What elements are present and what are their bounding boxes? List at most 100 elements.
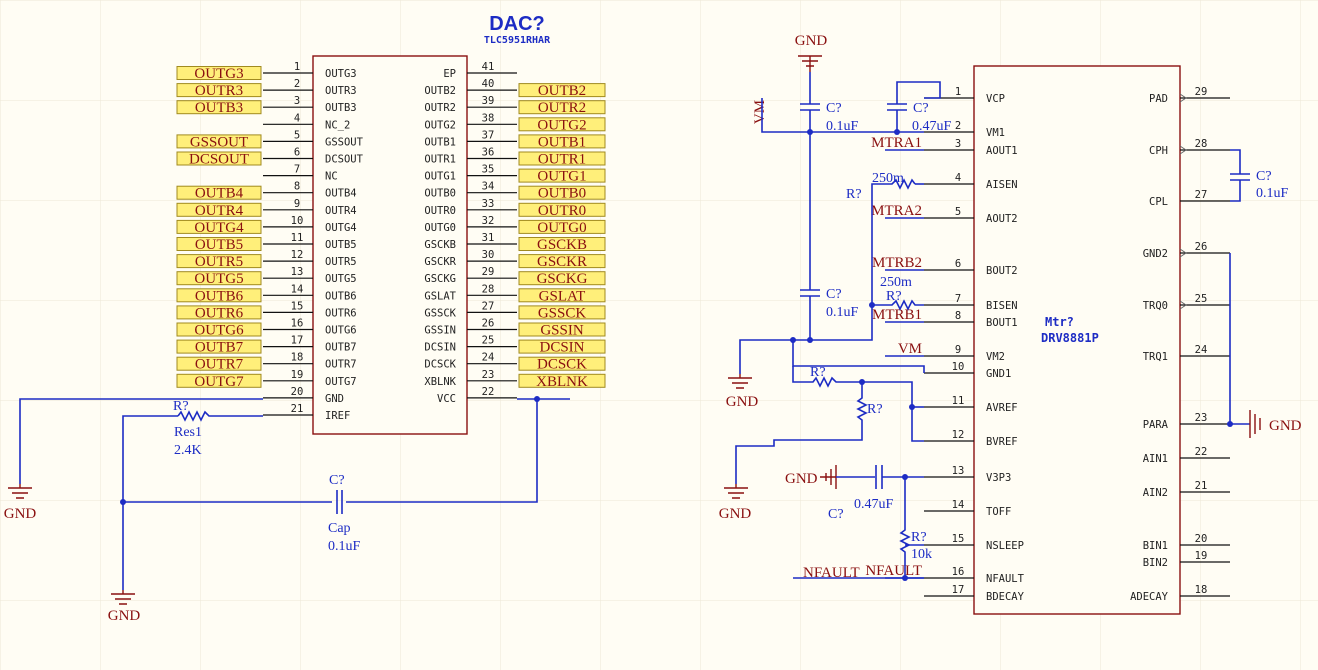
net-label-box[interactable] [518,185,606,200]
net-label-box[interactable] [176,373,262,388]
net-label-box[interactable] [518,219,606,234]
cp-cap-wire [1230,149,1241,202]
dac-pin-name: OUTR1 [424,154,456,166]
net-label-box[interactable] [176,254,262,269]
gnd-label: GND [719,506,752,522]
dac-pin-name: OUTB6 [325,290,357,302]
net-label-box[interactable] [176,185,262,200]
resistor-vref-bottom[interactable] [735,382,868,484]
drv-pin-name: BIN2 [1143,557,1168,569]
drv-chip-body[interactable] [973,65,1181,615]
resistor-vref-top[interactable] [792,366,862,388]
drv-pin-number: 22 [1195,446,1208,458]
junction [534,396,540,402]
dac-pin-name: DCSOUT [325,154,364,166]
resistor-nsleep[interactable] [899,477,911,578]
net-label-box[interactable] [176,305,262,320]
net-label-box[interactable] [518,288,606,303]
c1-ref: C? [826,101,842,116]
dac-pin-name: GSCKB [424,239,456,251]
vref-wire [862,381,924,442]
gnd-label: GND [726,394,759,410]
drv-pin-number: 23 [1195,412,1208,424]
net-label-box[interactable] [518,117,606,132]
net-label-box[interactable] [518,168,606,183]
cp-cap-ref: C? [1256,169,1272,184]
net-label-box[interactable] [176,356,262,371]
net-label-box[interactable] [518,305,606,320]
dac-gnd-wire [19,398,263,484]
dac-pin-number: 9 [294,198,300,210]
net-label-box[interactable] [176,202,262,217]
drv-pin-number: 1 [955,86,961,98]
resistor-bisen[interactable] [872,299,924,311]
drv-pin-number: 11 [952,395,965,407]
drv-pin-name: BIN1 [1143,540,1168,552]
net-label-box[interactable] [518,134,606,149]
resistor-res1[interactable] [177,410,210,422]
net-label-box[interactable] [518,83,606,98]
net-label-box[interactable] [176,219,262,234]
dac-pin-name: GSCKG [424,273,456,285]
net-label-outb0: OUTB0 [538,186,586,202]
net-label-dcsck: DCSCK [537,357,587,373]
vcp-cap-ref: C? [913,101,929,116]
dac-pin-number: 1 [294,61,300,73]
dac-pin-number: 38 [482,112,495,124]
net-label-box[interactable] [176,271,262,286]
net-label-outb7: OUTB7 [195,340,244,356]
dac-chip-body[interactable] [312,55,468,435]
dac-pin-name: DCSIN [424,342,456,354]
net-label-box[interactable] [176,151,262,166]
resistor-aisen[interactable] [871,178,916,305]
net-label-box[interactable] [518,356,606,371]
dac-pin-name: GSSIN [424,325,456,337]
dac-pin-number: 17 [291,335,304,347]
net-label-box[interactable] [518,271,606,286]
junction [120,499,126,505]
drv-pin-number: 26 [1195,241,1208,253]
junction [790,337,796,343]
net-label-box[interactable] [176,83,262,98]
dac-pin-name: OUTB4 [325,188,357,200]
dac-pin-name: OUTG3 [325,68,357,80]
net-label-box[interactable] [518,373,606,388]
net-label-box[interactable] [176,339,262,354]
net-label-gssck: GSSCK [538,305,587,321]
dac-pin-name: OUTG1 [424,171,456,183]
drv-pin-name: CPH [1149,145,1168,157]
dac-pin-number: 2 [294,78,300,90]
net-label-box[interactable] [176,288,262,303]
net-label-outb4: OUTB4 [195,186,244,202]
net-label-box[interactable] [176,66,262,80]
drv-pin-name: V3P3 [986,472,1011,484]
dac-pin-number: 15 [291,300,304,312]
junction [909,404,915,410]
dac-pin-number: 22 [482,386,495,398]
net-label-mtra2: MTRA2 [871,203,922,219]
net-label-box[interactable] [518,202,606,217]
gnd-symbol [8,484,32,499]
capacitor-cap[interactable] [336,490,343,514]
dac-pin-number: 8 [294,181,300,193]
net-label-box[interactable] [176,322,262,337]
dac-pin-number: 37 [482,129,495,141]
pin-direction-icon [1179,300,1187,310]
net-label-box[interactable] [176,100,262,115]
net-label-box[interactable] [518,322,606,337]
net-label-box[interactable] [518,151,606,166]
dac-pin-name: OUTB3 [325,102,357,114]
net-label-box[interactable] [176,134,262,149]
net-label-box[interactable] [518,100,606,115]
net-label-box[interactable] [176,237,262,251]
dac-pin-number: 24 [482,352,495,364]
net-label-box[interactable] [518,237,606,251]
net-label-box[interactable] [518,339,606,354]
drv-pin-number: 17 [952,584,965,596]
pin-direction-icon [1179,248,1187,258]
dac-pin-name: NC [325,171,338,183]
capacitor-cp[interactable] [1230,173,1250,181]
net-label-box[interactable] [518,254,606,269]
dac-pin-name: OUTG5 [325,273,357,285]
